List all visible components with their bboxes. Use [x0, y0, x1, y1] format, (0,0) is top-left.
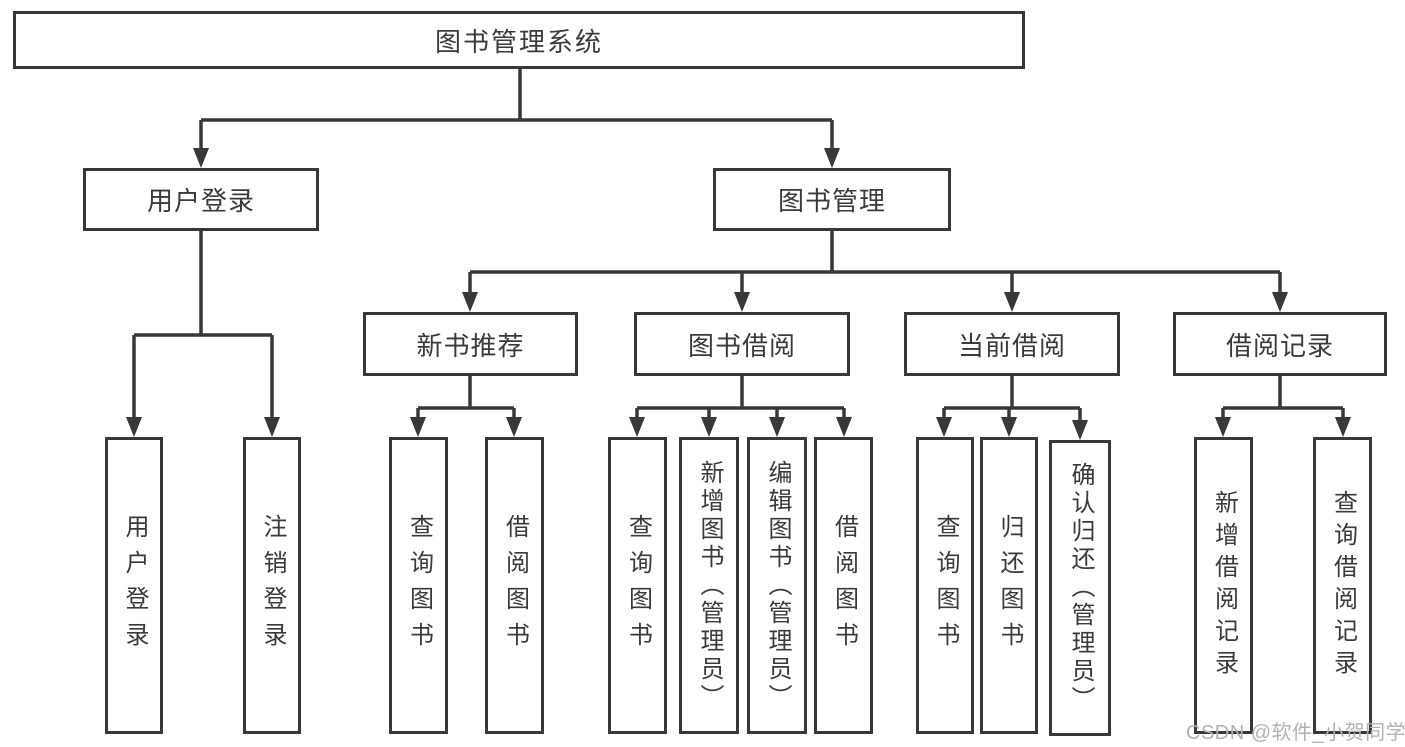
leaf-add-borrow-record: 新增借阅记录: [1194, 437, 1253, 734]
leaf-confirm-return-admin-label: 确认归还（管理员）: [1067, 462, 1094, 714]
leaf-user-login: 用户登录: [105, 437, 163, 734]
node-current-borrowing: 当前借阅: [904, 312, 1120, 376]
leaf-borrow-books-1-label: 借阅图书: [501, 513, 529, 658]
node-borrowing-records-label: 借阅记录: [1225, 330, 1334, 361]
leaf-edit-books-admin: 编辑图书（管理员）: [747, 437, 807, 734]
connector-borrowing-records-to-leaves: [1215, 376, 1351, 437]
leaf-query-books-2-label: 查询图书: [624, 513, 652, 658]
connector-current-borrowing-to-leaves: [936, 376, 1088, 440]
leaf-query-books-1-label: 查询图书: [405, 513, 433, 658]
leaf-query-books-3-label: 查询图书: [932, 513, 959, 658]
leaf-add-books-admin-label: 新增图书（管理员）: [696, 459, 723, 712]
node-book-borrowing: 图书借阅: [634, 312, 850, 376]
leaf-logout-label: 注销登录: [259, 513, 286, 658]
leaf-query-books-1: 查询图书: [389, 437, 448, 734]
leaf-query-books-3: 查询图书: [916, 437, 974, 734]
leaf-edit-books-admin-label: 编辑图书（管理员）: [764, 459, 791, 712]
leaf-logout: 注销登录: [243, 437, 301, 734]
csdn-watermark: CSDN @软件_小贺同学: [1186, 722, 1405, 744]
node-root-system-label: 图书管理系统: [434, 26, 603, 57]
leaf-return-books-label: 归还图书: [996, 513, 1023, 658]
leaf-query-borrow-record: 查询借阅记录: [1313, 437, 1372, 734]
leaf-confirm-return-admin: 确认归还（管理员）: [1049, 440, 1111, 736]
node-book-management: 图书管理: [713, 168, 951, 231]
leaf-add-books-admin: 新增图书（管理员）: [679, 437, 739, 734]
connector-book-management-to-level3: [462, 231, 1288, 312]
node-user-login-label: 用户登录: [146, 186, 255, 216]
leaf-add-borrow-record-label: 新增借阅记录: [1210, 489, 1238, 682]
leaf-user-login-label: 用户登录: [121, 513, 148, 658]
connector-root-to-level2: [193, 69, 840, 168]
node-book-borrowing-label: 图书借阅: [687, 330, 796, 361]
leaf-return-books: 归还图书: [980, 437, 1038, 734]
leaf-borrow-books-2: 借阅图书: [814, 437, 873, 734]
node-book-management-label: 图书管理: [777, 186, 886, 216]
node-user-login: 用户登录: [83, 168, 319, 231]
leaf-query-borrow-record-label: 查询借阅记录: [1329, 489, 1357, 682]
node-current-borrowing-label: 当前借阅: [957, 330, 1066, 361]
connector-new-book-recommend-to-leaves: [410, 376, 522, 437]
node-borrowing-records: 借阅记录: [1173, 312, 1387, 376]
leaf-query-books-2: 查询图书: [608, 437, 667, 734]
node-new-book-recommend: 新书推荐: [363, 312, 578, 376]
connector-book-borrowing-to-leaves: [629, 376, 852, 437]
leaf-borrow-books-1: 借阅图书: [485, 437, 544, 734]
node-root-system: 图书管理系统: [13, 11, 1025, 69]
connector-user-login-to-leaves: [126, 231, 280, 437]
leaf-borrow-books-2-label: 借阅图书: [830, 513, 858, 658]
node-new-book-recommend-label: 新书推荐: [416, 330, 525, 361]
